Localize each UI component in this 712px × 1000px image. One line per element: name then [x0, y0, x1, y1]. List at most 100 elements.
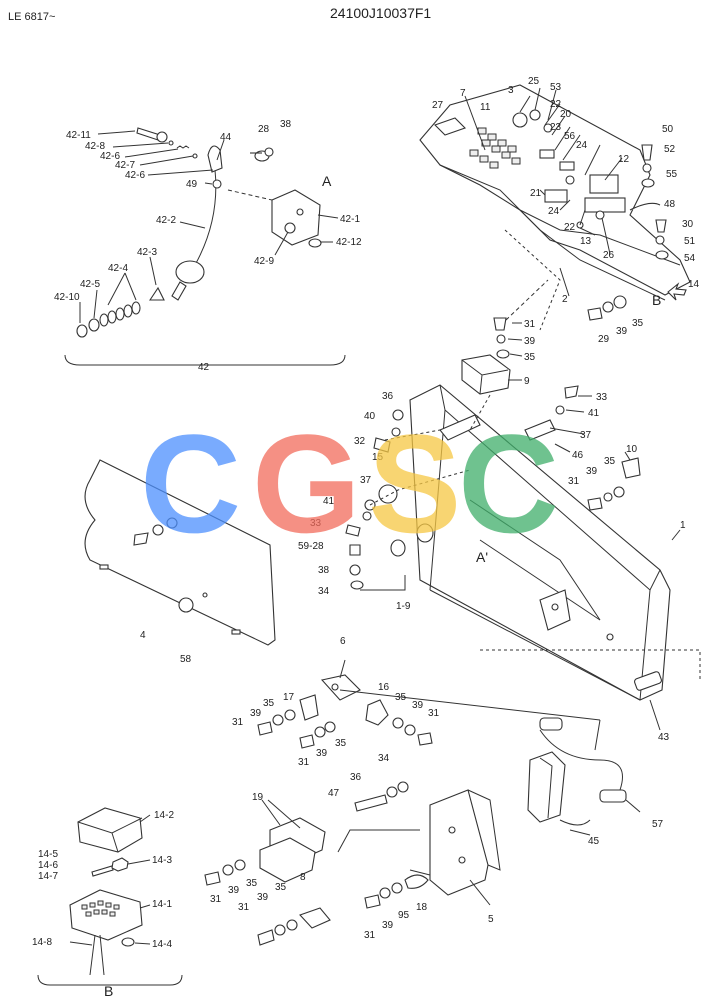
callout-14-7: 14-7: [38, 871, 58, 882]
callout-42-7: 42-7: [115, 160, 135, 171]
callout-38-left: 38: [318, 565, 330, 576]
callout-1-9: 1-9: [396, 601, 411, 612]
callout-35-lower2: 35: [395, 692, 407, 703]
callout-45: 45: [588, 836, 600, 847]
callout-39-lower3: 39: [316, 748, 328, 759]
callout-32: 32: [354, 436, 366, 447]
callout-56: 56: [564, 131, 576, 142]
callout-4: 4: [140, 630, 146, 641]
callout-18: 18: [416, 902, 428, 913]
callout-42-12: 42-12: [336, 237, 362, 248]
callout-35-lower3: 35: [335, 738, 347, 749]
callout-16: 16: [378, 682, 390, 693]
callout-31-lower6: 31: [364, 930, 376, 941]
callout-35-top: 35: [524, 352, 536, 363]
callout-31-lower4: 31: [210, 894, 222, 905]
callout-48: 48: [664, 199, 676, 210]
callout-24b: 24: [548, 206, 560, 217]
callout-51: 51: [684, 236, 696, 247]
callout-14-1: 14-1: [152, 899, 172, 910]
callout-35-lower5: 35: [275, 882, 287, 893]
callout-14: 14: [688, 279, 700, 290]
callout-33-right: 33: [596, 392, 608, 403]
callout-50: 50: [662, 124, 674, 135]
callout-95: 95: [398, 910, 410, 921]
callout-42-6: 42-6: [100, 151, 120, 162]
callout-23: 23: [550, 122, 562, 133]
callout-31-top: 31: [524, 319, 536, 330]
callout-15: 15: [372, 452, 384, 463]
callout-55: 55: [666, 169, 678, 180]
watermark-letter-2: G: [252, 405, 361, 562]
callout-39-lower4: 39: [228, 885, 240, 896]
callout-31-lower2: 31: [428, 708, 440, 719]
callout-34-left: 34: [318, 586, 330, 597]
callout-25: 25: [528, 76, 540, 87]
callout-31-right: 31: [568, 476, 580, 487]
watermark-letter-1: C: [140, 405, 241, 562]
callout-36-lower: 36: [350, 772, 362, 783]
callout-42-2: 42-2: [156, 215, 176, 226]
callout-54: 54: [684, 253, 696, 264]
callout-9: 9: [524, 376, 530, 387]
callout-22: 22: [550, 99, 562, 110]
callout-1: 1: [680, 520, 686, 531]
callout-B-group: B: [104, 983, 113, 999]
callout-6: 6: [340, 636, 346, 647]
callout-42-4: 42-4: [108, 263, 128, 274]
callout-39-lower5: 39: [257, 892, 269, 903]
callout-19: 19: [252, 792, 264, 803]
callout-39-lower6: 39: [382, 920, 394, 931]
instrument-panel-assembly: [419, 84, 691, 331]
callout-21: 21: [530, 188, 542, 199]
callout-14-4: 14-4: [152, 939, 172, 950]
callout-31-lower1: 31: [232, 717, 244, 728]
callout-59-28: 59-28: [298, 541, 324, 552]
callout-39-panel: 39: [616, 326, 628, 337]
callout-47: 47: [328, 788, 340, 799]
callout-22b: 22: [564, 222, 576, 233]
callout-35-right: 35: [604, 456, 616, 467]
callout-38: 38: [280, 119, 292, 130]
callout-58: 58: [180, 654, 192, 665]
callout-29-panel: 29: [598, 334, 610, 345]
callout-10: 10: [626, 444, 638, 455]
callout-35-lower4: 35: [246, 878, 258, 889]
callout-14-5: 14-5: [38, 849, 58, 860]
callout-28: 28: [258, 124, 270, 135]
callout-11: 11: [480, 102, 491, 113]
callout-B-panel: B: [652, 292, 661, 308]
callout-52: 52: [664, 144, 676, 155]
washer-stack: [76, 286, 165, 338]
callout-42: 42: [198, 362, 210, 373]
watermark-logo: C G S C: [140, 405, 559, 562]
cover-plate: [84, 459, 276, 646]
callout-35-panel: 35: [632, 318, 644, 329]
callout-34-lower: 34: [378, 753, 390, 764]
callout-41-right: 41: [588, 408, 600, 419]
callout-53: 53: [550, 82, 562, 93]
terminal-pins: [81, 900, 120, 917]
callout-27: 27: [432, 100, 444, 111]
lower-bracket-assembly: [204, 659, 641, 946]
callout-A-prime: A': [476, 549, 488, 565]
callout-42-9: 42-9: [254, 256, 274, 267]
callout-14-2: 14-2: [154, 810, 174, 821]
callout-43: 43: [658, 732, 670, 743]
group-42-lever-assembly: [64, 127, 346, 366]
switch-cluster: [469, 109, 626, 229]
callout-42-1: 42-1: [340, 214, 360, 225]
callout-44: 44: [220, 132, 232, 143]
watermark-letter-3: S: [368, 405, 461, 562]
callout-12: 12: [618, 154, 630, 165]
callout-40: 40: [364, 411, 376, 422]
callout-26: 26: [603, 250, 615, 261]
callout-17: 17: [283, 692, 295, 703]
callout-14-6: 14-6: [38, 860, 58, 871]
callout-3: 3: [508, 85, 514, 96]
callout-33-left: 33: [310, 518, 322, 529]
callout-42-5: 42-5: [80, 279, 100, 290]
callout-46: 46: [572, 450, 584, 461]
callout-31-lower3: 31: [298, 757, 310, 768]
callout-42-6b: 42-6: [125, 170, 145, 181]
